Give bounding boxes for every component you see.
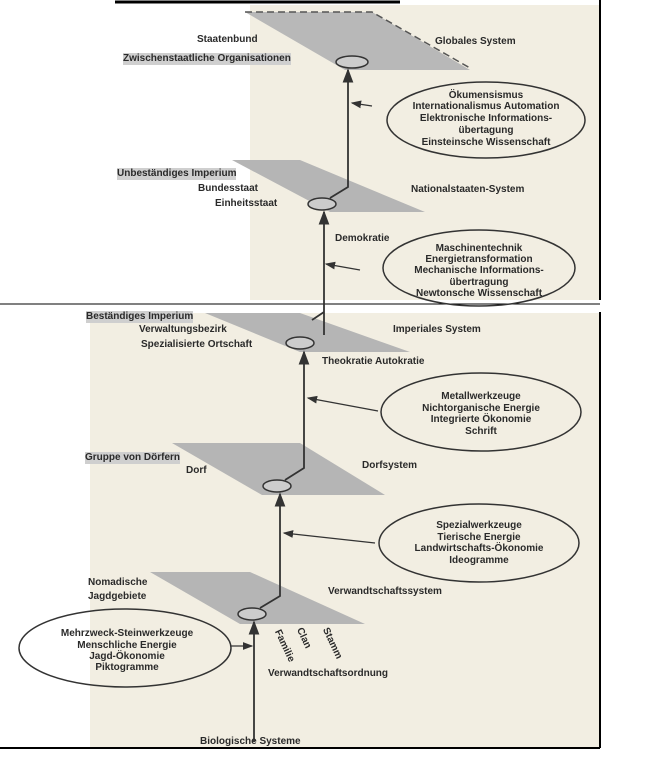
ellipse-1-line: Elektronische Informations- <box>419 113 553 124</box>
ellipse-5-line: Jagd-Ökonomie <box>89 651 165 662</box>
ellipse-4-line: Landwirtschafts-Ökonomie <box>414 543 544 554</box>
ellipse-5-line: Mehrzweck-Steinwerkzeuge <box>60 628 194 639</box>
system-imperial: Imperiales System <box>393 324 481 335</box>
system-village: Dorfsystem <box>362 460 418 471</box>
ellipse-4-line: Tierische Energie <box>437 532 521 543</box>
ellipse-2-line: Newtonsche Wissenschaft <box>415 288 543 299</box>
ellipse-4-line: Spezialwerkzeuge <box>436 520 522 531</box>
plane-national <box>232 160 425 212</box>
label-zwischenstaatliche-organisationen: Zwischenstaatliche Organisationen <box>123 53 291 65</box>
ellipse-1-line: Internationalismus Automation <box>412 101 560 112</box>
ellipse-2-line: Maschinentechnik <box>435 243 523 254</box>
system-global: Globales System <box>435 36 516 47</box>
node-global <box>335 55 369 69</box>
ellipse-2-line: Energietransformation <box>425 254 533 265</box>
label-jagdgebiete: Jagdgebiete <box>88 591 147 602</box>
system-national: Nationalstaaten-System <box>411 184 525 195</box>
ellipse-2 <box>382 229 576 307</box>
scan-gap <box>0 300 657 312</box>
ellipse-5-line: Menschliche Energie <box>77 640 177 651</box>
ellipse-3-line: Nichtorganische Energie <box>422 403 540 414</box>
label-verwandtschaftsordnung: Verwandtschaftsordnung <box>268 668 389 679</box>
plane-imperial <box>205 313 410 352</box>
label-bundesstaat: Bundesstaat <box>198 183 259 194</box>
ellipse-5 <box>18 608 232 688</box>
node-village <box>262 479 292 493</box>
label-demokratie: Demokratie <box>335 233 390 244</box>
system-kinship: Verwandtschaftssystem <box>328 586 442 597</box>
ellipse-5-line: Piktogramme <box>95 662 159 673</box>
label-gruppe-von-doerfern: Gruppe von Dörfern <box>85 452 181 464</box>
plane-global <box>245 12 470 70</box>
node-national <box>307 197 337 211</box>
label-verwaltungsbezirk: Verwaltungsbezirk <box>139 324 227 335</box>
node-kinship <box>237 607 267 621</box>
label-bestaendiges-imperium: Beständiges Imperium <box>86 311 194 323</box>
ellipse-3-line: Integrierte Ökonomie <box>430 414 532 425</box>
ellipse-1-line: Ökumensismus <box>448 90 524 101</box>
label-unbestaendiges-imperium: Unbeständiges Imperium <box>117 168 237 180</box>
ellipse-4-line: Ideogramme <box>449 555 509 566</box>
label-einheitsstaat: Einheitsstaat <box>215 198 278 209</box>
ellipse-4 <box>378 503 580 583</box>
ellipse-3 <box>380 372 582 452</box>
ellipse-1 <box>386 81 586 159</box>
scan-background <box>90 313 600 748</box>
plane-village <box>172 443 385 495</box>
node-imperial <box>285 336 315 350</box>
ellipse-3-line: Metallwerkzeuge <box>441 391 521 402</box>
ellipse-3-line: Schrift <box>465 426 497 437</box>
label-staatenbund: Staatenbund <box>197 34 258 45</box>
label-dorf: Dorf <box>186 465 207 476</box>
label-spezialisierte-ortschaft: Spezialisierte Ortschaft <box>141 339 253 350</box>
label-biologische-systeme: Biologische Systeme <box>200 736 301 747</box>
ellipse-2-line: übertragung <box>449 277 509 288</box>
label-nomadische: Nomadische <box>88 577 148 588</box>
label-theokratie-autokratie: Theokratie Autokratie <box>322 356 425 367</box>
ellipse-1-line: übertagung <box>458 125 514 136</box>
ellipse-2-line: Mechanische Informations- <box>414 265 544 276</box>
plane-kinship <box>150 572 365 624</box>
ellipse-1-line: Einsteinsche Wissenschaft <box>421 137 551 148</box>
